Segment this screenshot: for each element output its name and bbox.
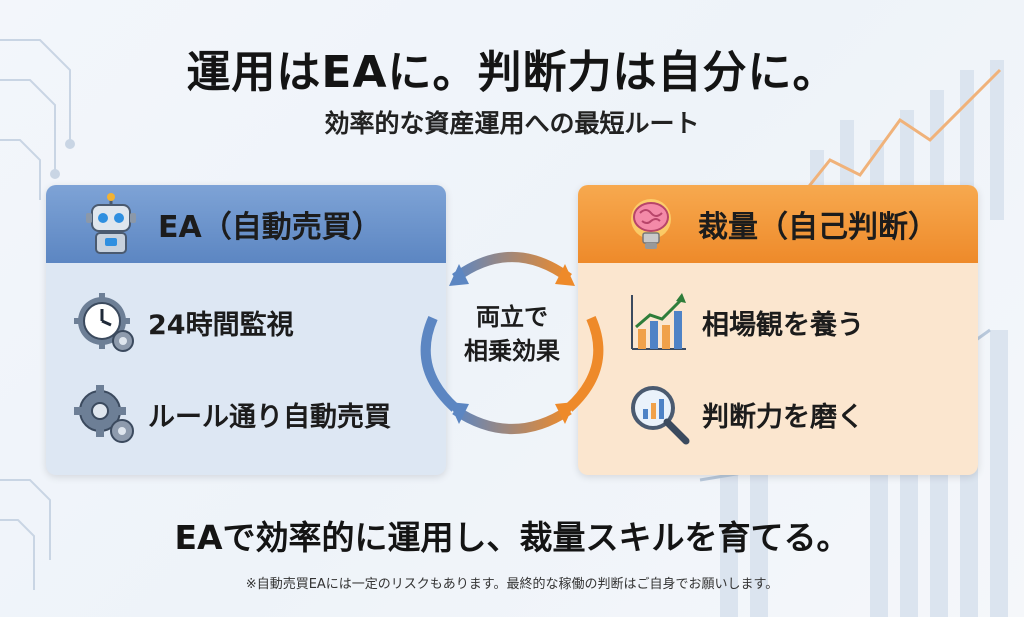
discretion-item-market-sense: 相場観を養う [626,289,864,355]
ea-item-monitoring: 24時間監視 [72,289,294,355]
brain-lightbulb-icon [631,199,671,249]
ea-panel: EA（自動売買） 24時間監視 [46,185,446,475]
rising-chart-icon [631,293,686,350]
discretion-item-market-sense-label: 相場観を養う [702,309,864,341]
risk-footnote: ※自動売買EAには一定のリスクもあります。最終的な稼働の判断はご自身でお願いしま… [245,577,779,592]
synergy-label: 両立で 相乗効果 [462,300,562,368]
discretion-item-judgment-label: 判断力を磨く [702,401,864,433]
magnifier-chart-icon [631,386,690,445]
page-title: 運用はEAに。判断力は自分に。 [186,47,838,98]
trend-line-decoration [788,68,1002,211]
gears-icon [74,385,134,443]
discretion-panel-title: 裁量（自己判断） [698,210,938,245]
ea-item-monitoring-label: 24時間監視 [148,309,294,341]
ea-item-auto-trading-label: ルール通り自動売買 [148,401,391,433]
discretion-item-judgment: 判断力を磨く [626,381,864,447]
tagline: EAで効率的に運用し、裁量スキルを育てる。 [174,518,850,557]
cycle-arrows-icon [420,252,604,434]
clock-gear-icon [74,293,134,352]
synergy-line-2: 相乗効果 [464,337,560,365]
ea-panel-header: EA（自動売買） [46,185,446,263]
discretion-panel-header: 裁量（自己判断） [578,185,978,263]
circuit-lines-decoration [0,39,75,590]
ea-panel-title: EA（自動売買） [158,210,382,245]
synergy-line-1: 両立で [476,303,548,331]
discretion-panel: 裁量（自己判断） 相場観を養う 判断力を磨く [578,185,978,475]
ea-item-auto-trading: ルール通り自動売買 [72,381,391,447]
robot-icon [86,193,136,254]
page-subtitle: 効率的な資産運用への最短ルート [324,109,700,138]
